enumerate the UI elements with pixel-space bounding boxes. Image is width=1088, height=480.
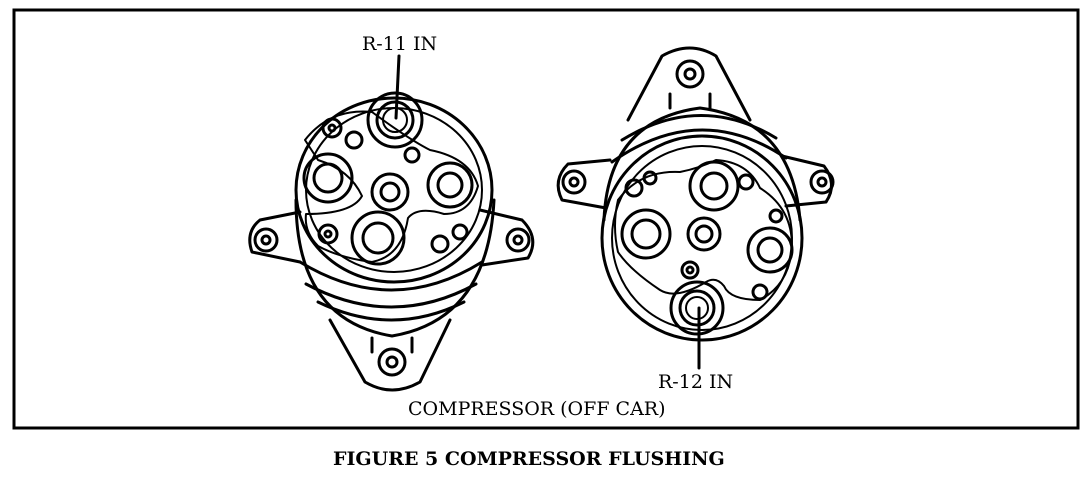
figure-caption: FIGURE 5 COMPRESSOR FLUSHING <box>333 448 725 470</box>
right-compressor-mount-top <box>626 46 752 122</box>
left-compressor-mount-right <box>478 208 535 267</box>
left-compressor-mount-left <box>248 210 302 264</box>
left-compressor-mount-bottom <box>328 318 452 392</box>
r12-label: R-12 IN <box>658 371 733 393</box>
callout-lines <box>394 54 701 370</box>
right-compressor-shell <box>602 106 802 222</box>
right-compressor-face <box>600 134 804 342</box>
left-compressor <box>248 91 535 392</box>
left-compressor-shell <box>294 198 496 338</box>
right-compressor-mount-left <box>556 158 612 210</box>
figure-frame <box>12 8 1080 430</box>
r11-leader <box>394 54 401 120</box>
subcaption: COMPRESSOR (OFF CAR) <box>408 398 666 420</box>
r12-port <box>669 280 725 336</box>
right-compressor <box>556 46 835 342</box>
r11-label: R-11 IN <box>362 33 437 55</box>
left-compressor-face <box>294 96 494 284</box>
r11-port <box>366 91 424 149</box>
right-compressor-mount-right <box>780 154 833 208</box>
